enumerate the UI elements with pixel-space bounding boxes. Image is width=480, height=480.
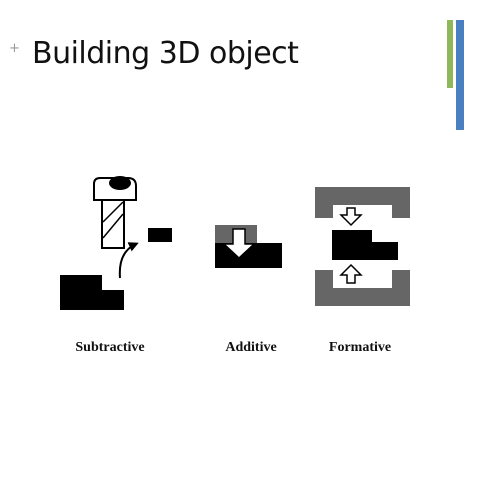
additive-illustration — [215, 225, 282, 268]
milling-cutter-icon — [93, 176, 137, 249]
accent-bar-blue — [456, 20, 464, 130]
workpiece-block — [60, 275, 124, 310]
press-up-arrow-icon — [339, 263, 363, 284]
removal-arrow-icon — [118, 242, 139, 279]
lower-die — [315, 270, 410, 306]
subtractive-illustration — [60, 176, 172, 310]
down-arrow-icon — [222, 228, 256, 260]
upper-die — [315, 187, 410, 218]
formed-part — [332, 230, 398, 260]
caption-formative: Formative — [328, 340, 392, 355]
chip-block — [148, 228, 172, 242]
caption-additive: Additive — [225, 340, 277, 355]
accent-bar-green — [447, 20, 453, 88]
formative-illustration — [315, 187, 410, 306]
bullet-icon: + — [9, 41, 20, 56]
slide-title: Building 3D object — [32, 36, 299, 71]
press-down-arrow-icon — [339, 207, 363, 227]
caption-subtractive: Subtractive — [75, 340, 145, 355]
